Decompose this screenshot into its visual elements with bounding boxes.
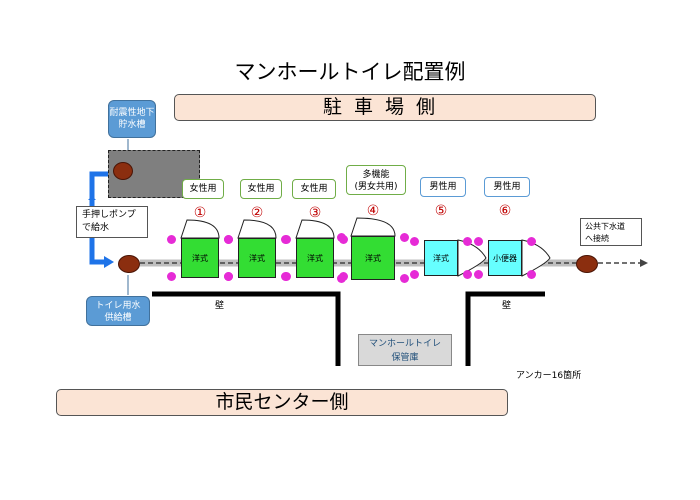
toilet-label-5: 男性用 — [420, 177, 466, 197]
anchor-dot — [167, 235, 176, 244]
supply-tank-callout: トイレ用水 供給槽 — [86, 296, 150, 326]
anchor-dot — [527, 237, 536, 246]
anchor-dot — [400, 274, 409, 283]
toilet-type-3: 洋式 — [307, 254, 323, 263]
anchor-dot — [224, 235, 233, 244]
toilet-type-6: 小便器 — [493, 254, 517, 263]
toilet-number-3: ③ — [308, 205, 322, 221]
anchor-dot — [400, 233, 409, 242]
parking-side-band: 駐車場側 — [174, 94, 596, 121]
anchor-dot — [410, 237, 419, 246]
anchor-dot — [224, 272, 233, 281]
toilet-booth-4: 洋式 — [351, 236, 395, 280]
wall-left — [152, 291, 341, 366]
toilet-type-1: 洋式 — [192, 254, 208, 263]
toilet-type-4: 洋式 — [365, 254, 381, 263]
anchor-dot — [474, 237, 483, 246]
wall-label-left: 壁 — [215, 301, 225, 311]
toilet-booth-3: 洋式 — [296, 238, 334, 278]
toilet-label-4: 多機能 (男女共用) — [346, 165, 406, 195]
toilet-booth-5: 洋式 — [424, 240, 458, 276]
diagram-title: マンホールトイレ配置例 — [234, 60, 466, 84]
anchor-dot — [474, 270, 483, 279]
toilet-number-1: ① — [193, 205, 207, 221]
toilet-label-6: 男性用 — [484, 177, 530, 197]
toilet-storage-label: マンホールトイレ 保管庫 — [368, 339, 441, 363]
quake-tank-label: 耐震性地下 貯水槽 — [109, 108, 155, 130]
anchor-dot — [282, 272, 291, 281]
sewer-connection-label: 公共下水道 へ接続 — [585, 222, 625, 243]
wall-right — [465, 291, 545, 366]
center-side-band: 市民センター側 — [56, 389, 508, 416]
toilet-label-3: 女性用 — [292, 179, 336, 199]
anchor-dot — [463, 237, 472, 246]
toilet-type-5: 洋式 — [433, 254, 449, 263]
anchor-dot — [282, 235, 291, 244]
hand-pump-label: 手押しポンプ で給水 — [82, 210, 136, 233]
sewer-arrow — [640, 259, 648, 267]
toilet-number-4: ④ — [366, 203, 380, 219]
hand-pump-box: 手押しポンプ で給水 — [76, 206, 148, 238]
tank-manhole — [113, 162, 133, 180]
toilet-label-2: 女性用 — [240, 179, 282, 199]
toilet-booth-6: 小便器 — [488, 240, 522, 276]
anchor-note: アンカー16箇所 — [516, 371, 582, 381]
toilet-label-1: 女性用 — [182, 179, 224, 199]
anchor-dot — [463, 270, 472, 279]
anchor-dot — [527, 270, 536, 279]
water-feed-arrow-head — [104, 256, 114, 268]
toilet-number-5: ⑤ — [434, 203, 448, 219]
anchor-dot — [167, 272, 176, 281]
toilet-booth-2: 洋式 — [238, 238, 276, 278]
anchor-dot — [337, 274, 346, 283]
toilet-booth-1: 洋式 — [181, 238, 219, 278]
toilet-storage-box: マンホールトイレ 保管庫 — [358, 334, 452, 366]
sewer-manhole — [576, 255, 598, 273]
quake-tank-callout: 耐震性地下 貯水槽 — [108, 100, 156, 138]
toilet-type-2: 洋式 — [249, 254, 265, 263]
supply-manhole — [118, 255, 140, 273]
sewer-connection-box: 公共下水道 へ接続 — [580, 218, 642, 246]
anchor-dot — [337, 233, 346, 242]
supply-tank-label: トイレ用水 供給槽 — [95, 301, 141, 323]
anchor-dot — [410, 270, 419, 279]
wall-label-right: 壁 — [502, 301, 512, 311]
toilet-number-6: ⑥ — [498, 203, 512, 219]
toilet-number-2: ② — [250, 205, 264, 221]
